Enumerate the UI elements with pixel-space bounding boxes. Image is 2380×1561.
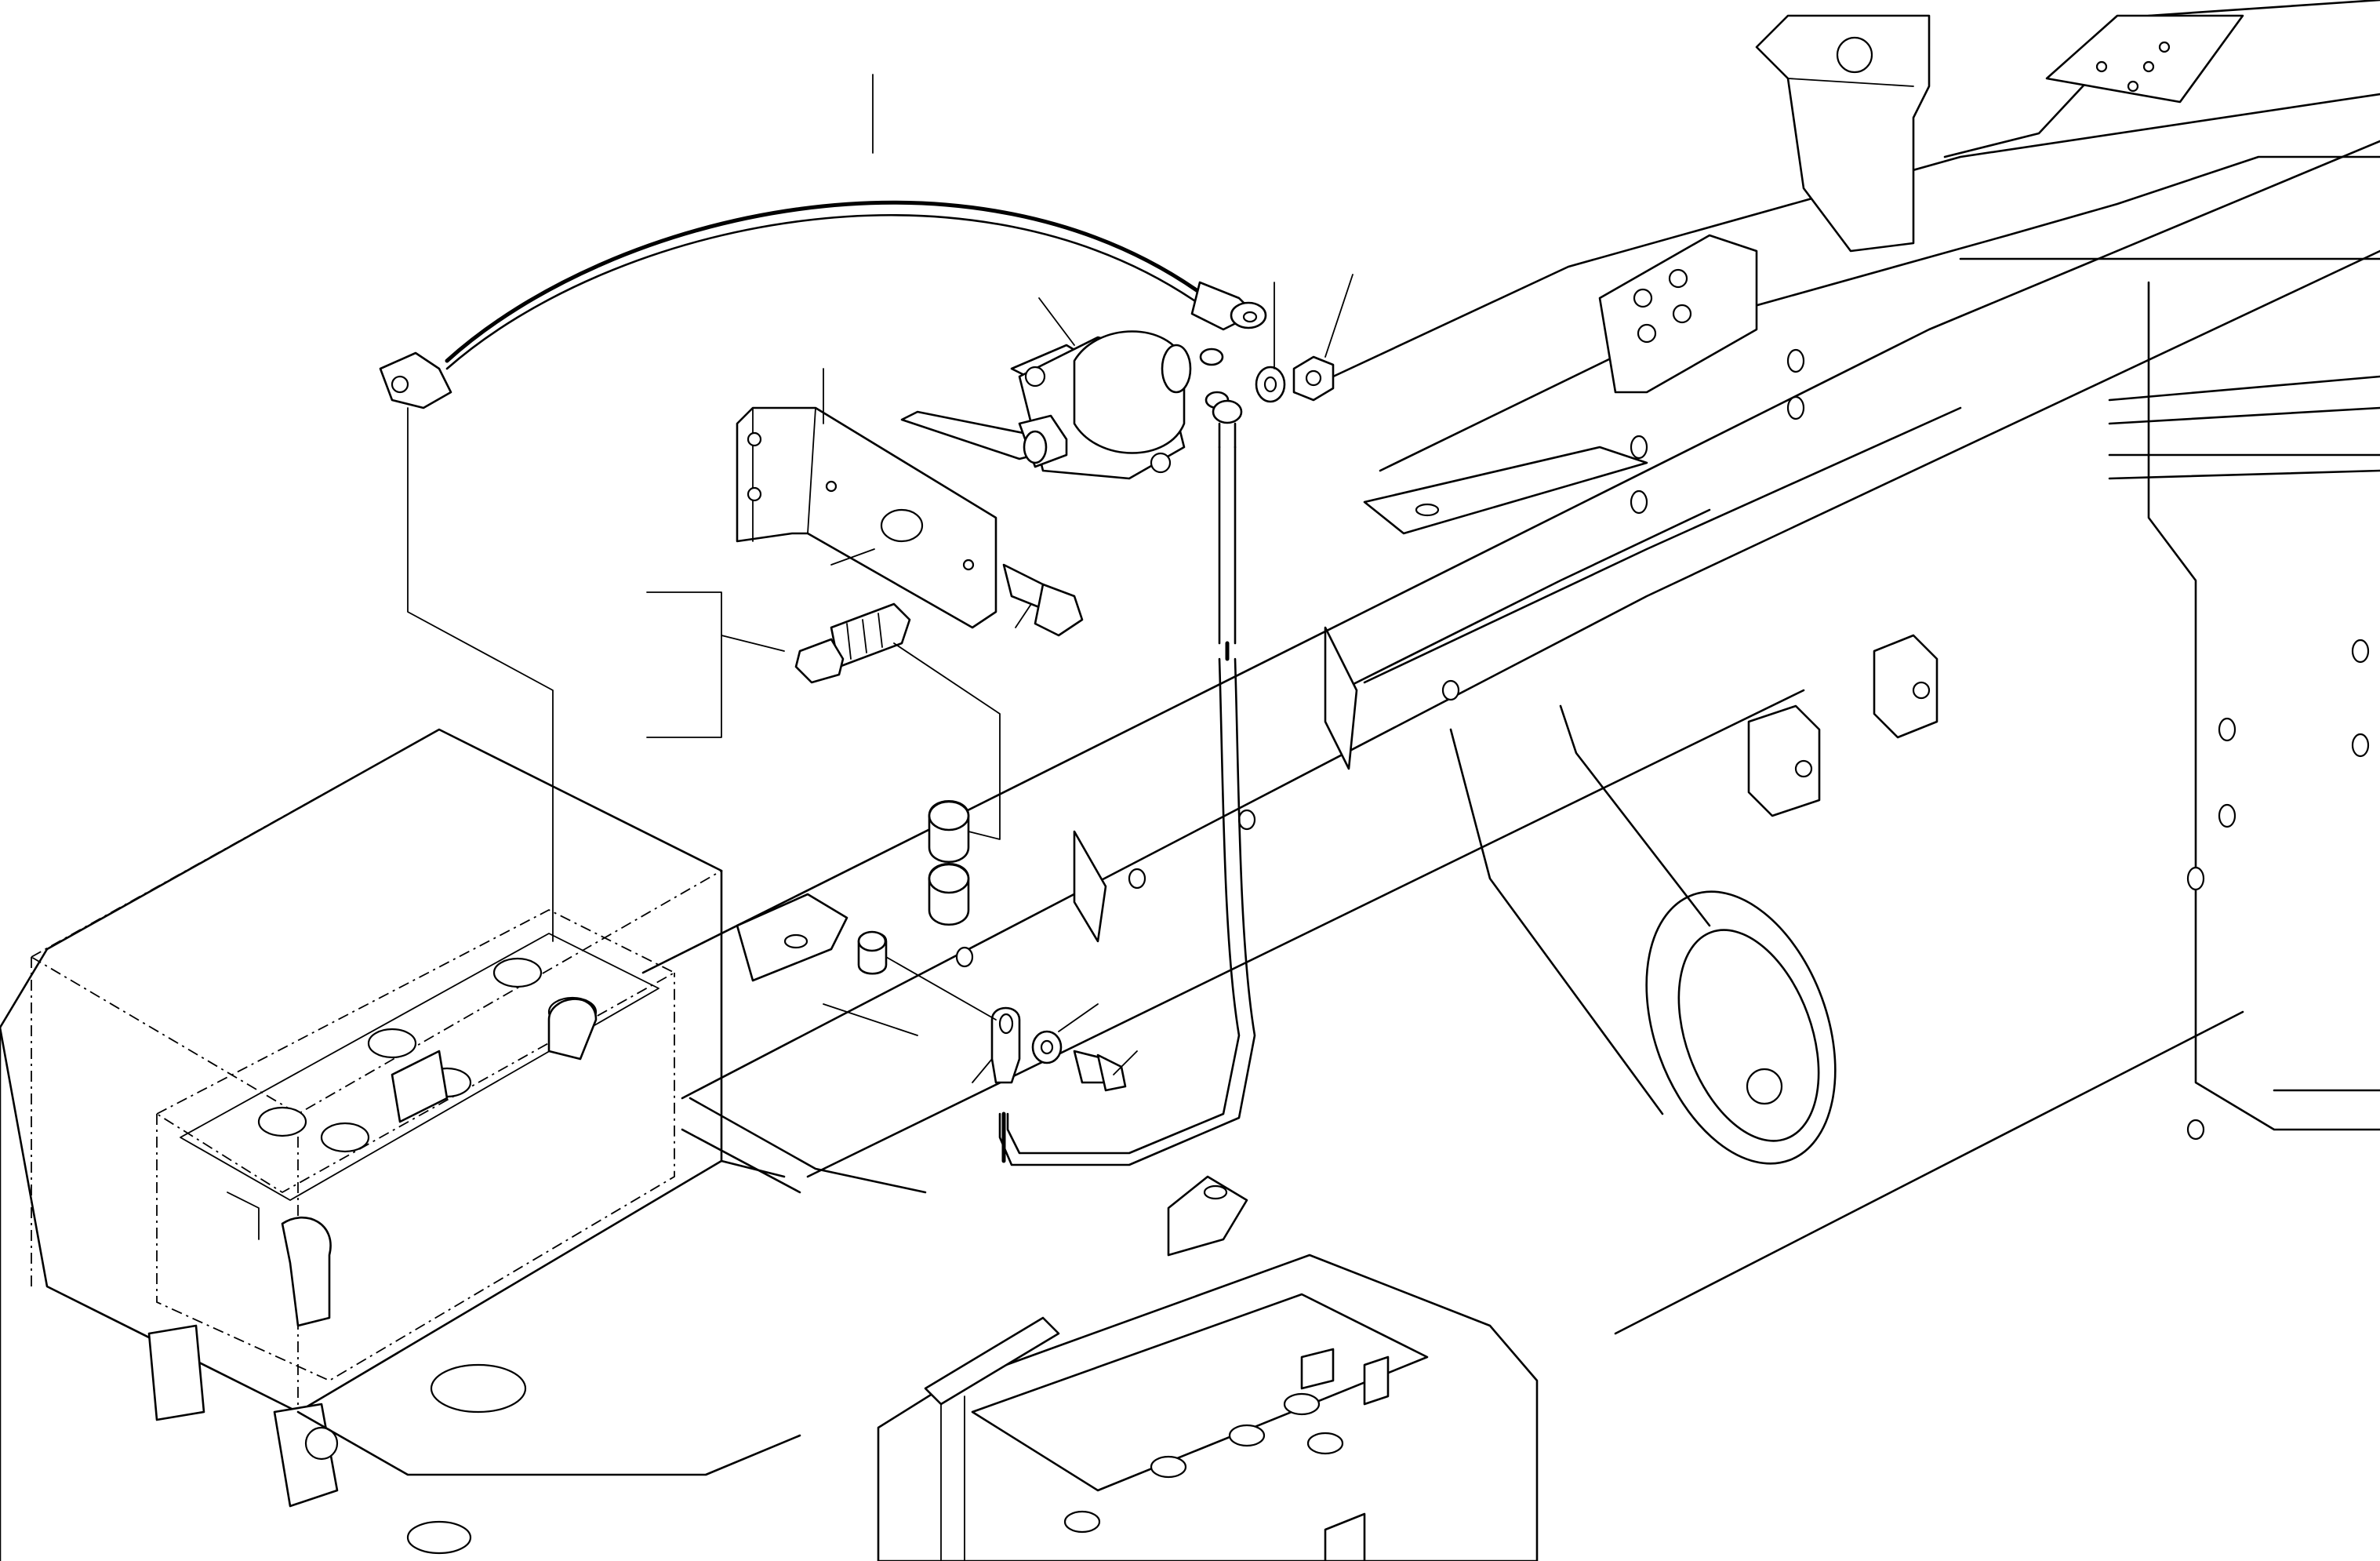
battery-relay — [900, 330, 1230, 480]
washer-nut — [1255, 355, 1335, 403]
lower-battery — [877, 1254, 1539, 1561]
battery-assembly — [0, 728, 801, 1561]
ground-cable — [990, 399, 1256, 1166]
bolt-left — [794, 602, 911, 684]
battery-cable — [379, 200, 1267, 409]
spacer-lower — [928, 862, 970, 926]
ground-bolt — [1031, 1030, 1127, 1092]
leader-lines — [407, 74, 1354, 1083]
relay-bracket — [736, 406, 997, 629]
spacer-upper — [928, 799, 970, 864]
spacer-small — [857, 930, 888, 975]
machine-frame — [641, 0, 2380, 1335]
bolt-right — [1002, 563, 1084, 637]
